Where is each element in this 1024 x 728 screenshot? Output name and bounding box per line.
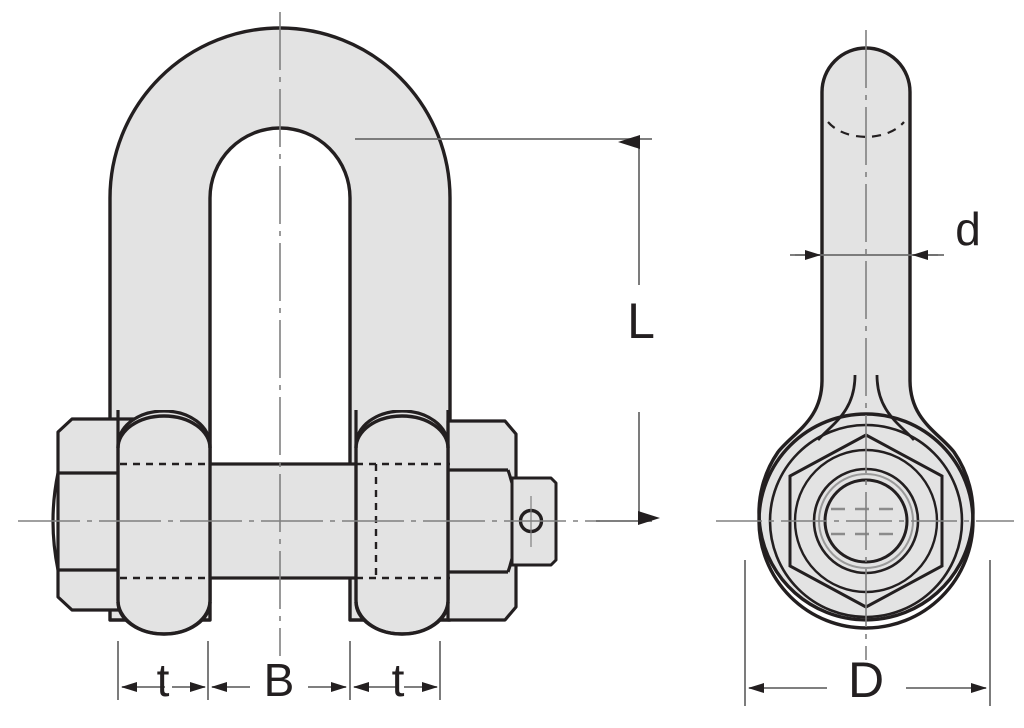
dim-t-right-label: t [392, 654, 405, 706]
dim-B-label: B [264, 654, 295, 706]
right-leg-boss [354, 410, 450, 636]
right-leg-boss-top-arc [354, 414, 450, 449]
side-view-group [716, 30, 1014, 660]
left-leg-boss [116, 410, 212, 636]
front-view-group [18, 12, 600, 656]
left-leg-boss-bottom-arc [116, 601, 212, 636]
dim-d-label: d [955, 203, 981, 255]
dimension-D: D [744, 560, 991, 708]
dim-L-label: L [627, 293, 655, 349]
dimension-L: L [355, 135, 660, 525]
dim-D-label: D [848, 652, 884, 708]
dimension-row-front: t B t [117, 641, 441, 706]
left-leg-boss-top-arc [116, 414, 212, 449]
dimension-d: d [790, 203, 981, 260]
dim-t-left-label: t [157, 654, 170, 706]
side-shackle-outline [757, 46, 975, 622]
right-leg-boss-bottom-arc [354, 601, 450, 636]
